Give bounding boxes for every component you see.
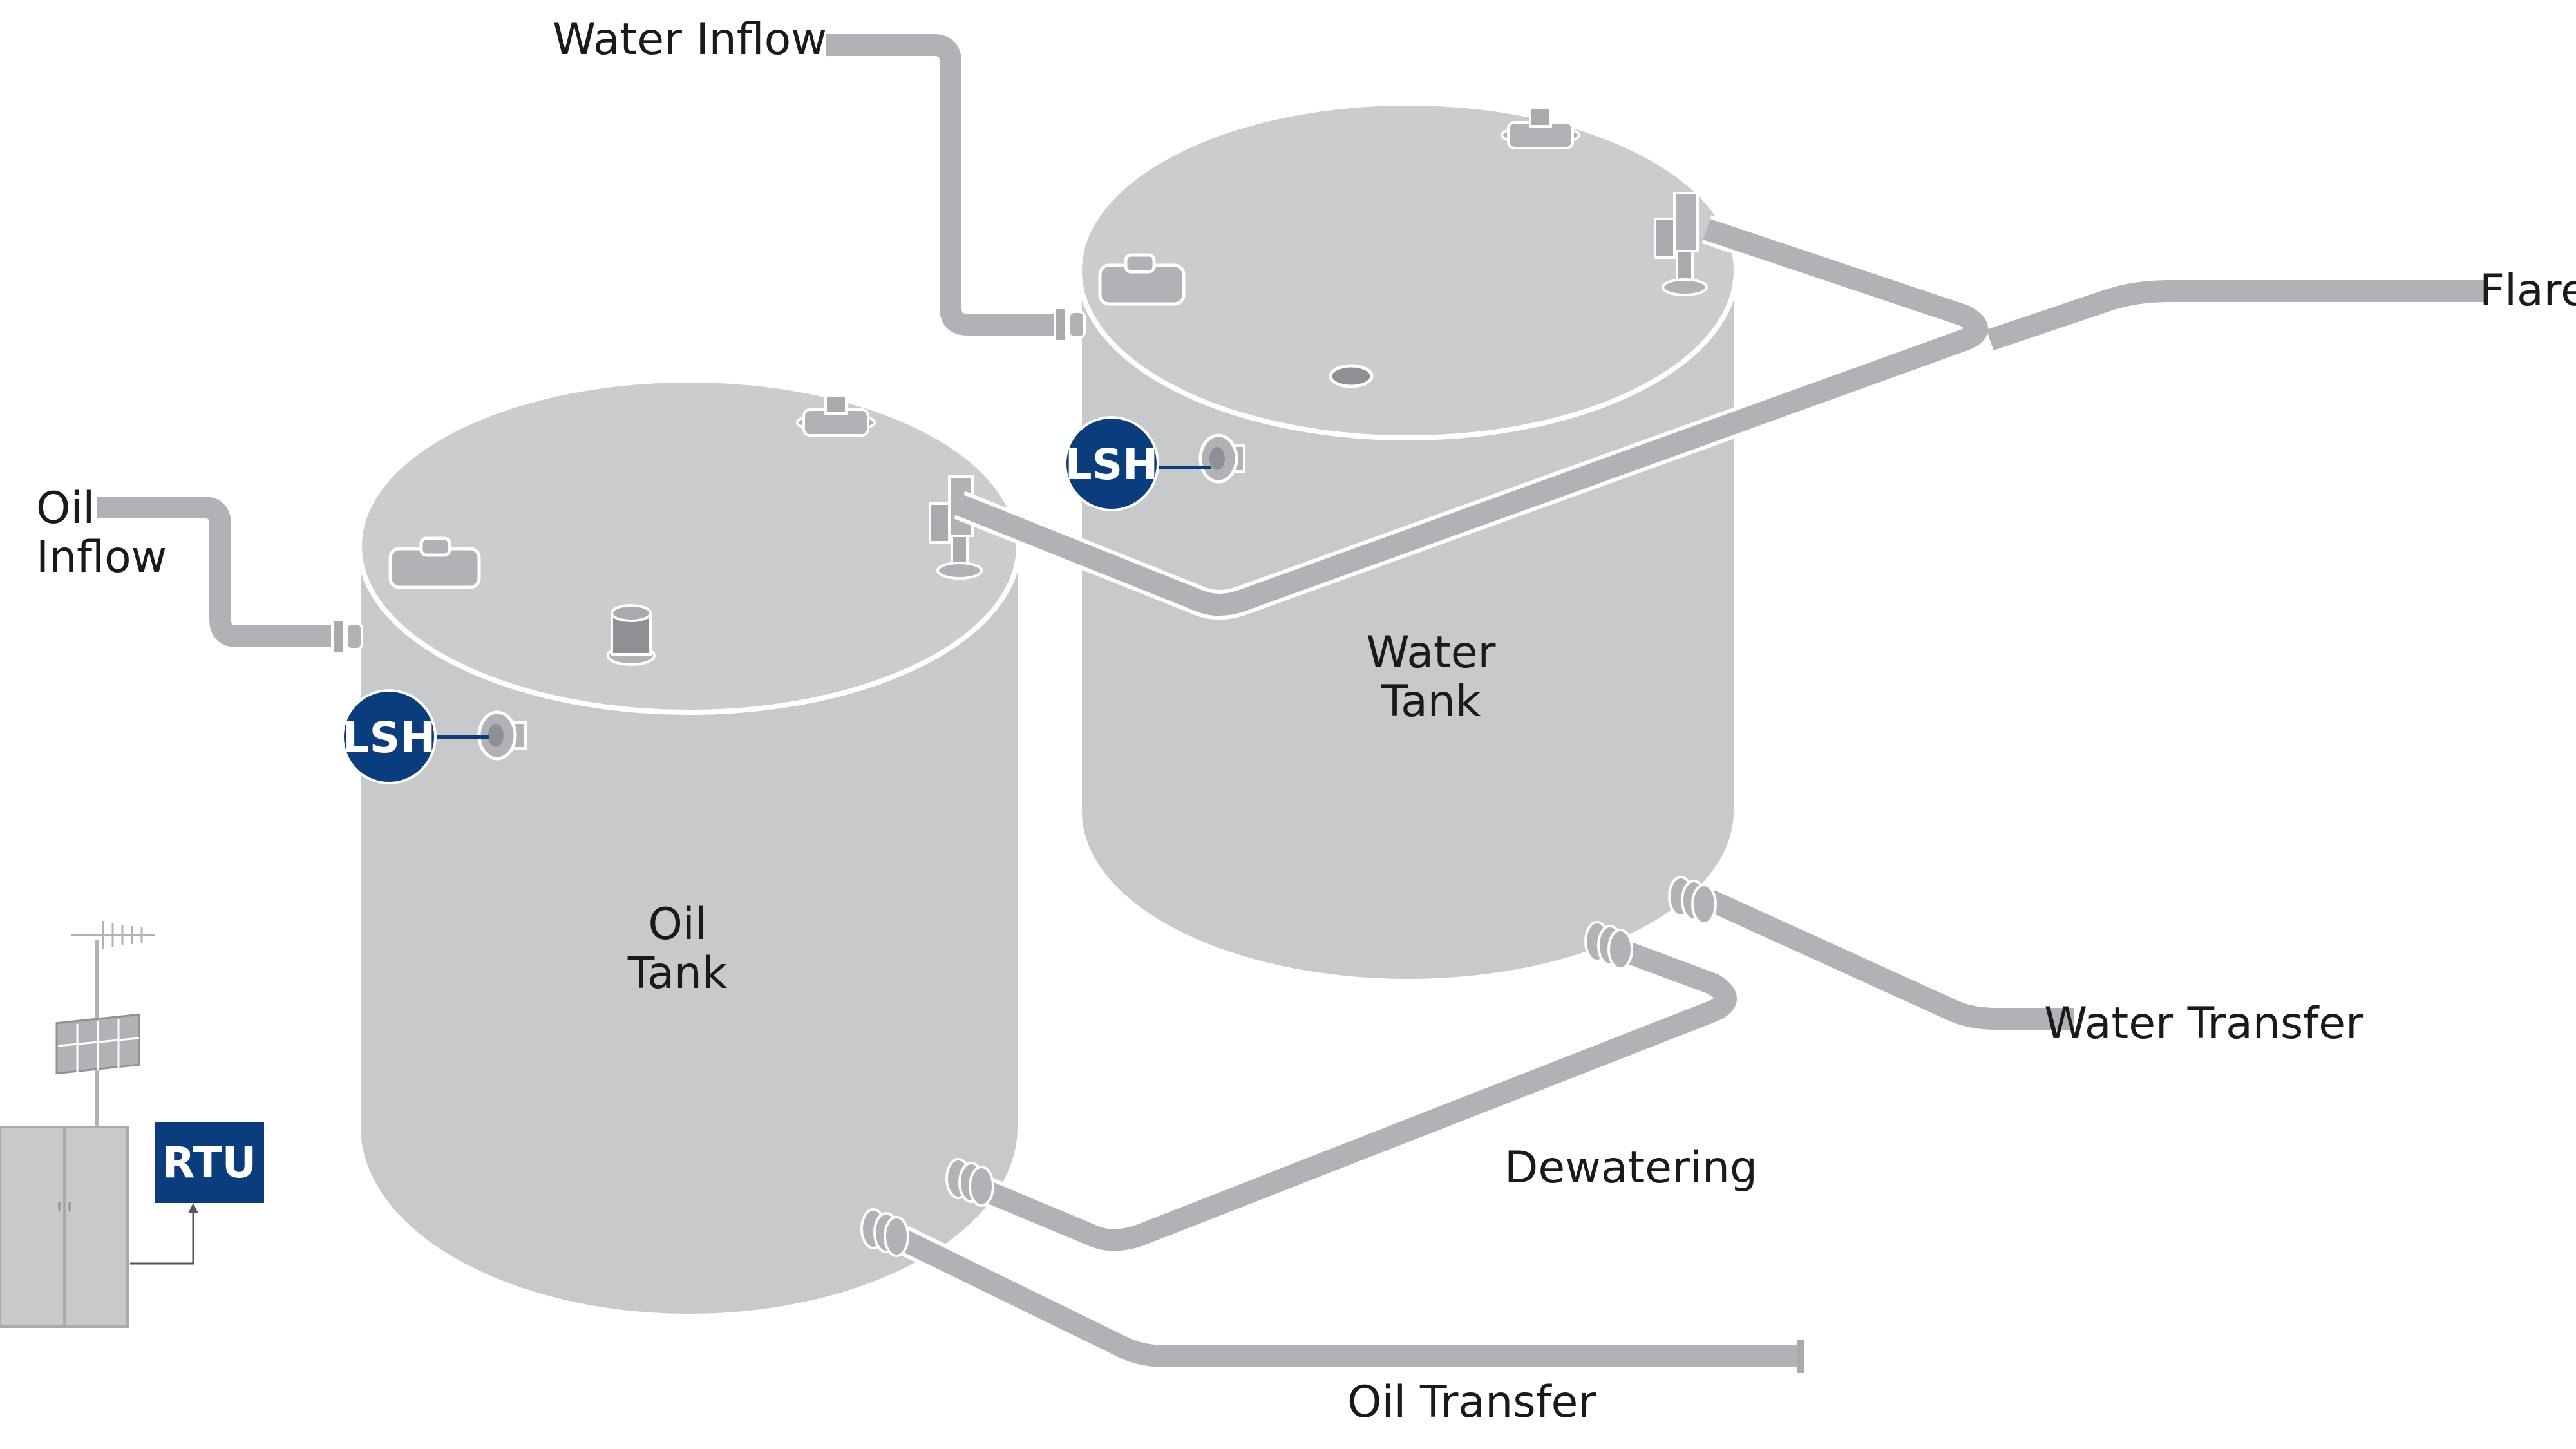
oil-tank-top — [357, 377, 1021, 715]
oil-inflow-pipe — [97, 497, 363, 654]
dewatering-pipe — [945, 921, 1741, 1255]
water-tank-label-line1: Water — [1366, 627, 1495, 678]
water-transfer-pipe — [1668, 876, 2074, 1034]
oil-lsh-badge[interactable]: LSH — [341, 689, 489, 784]
water-lsh-label: LSH — [1065, 440, 1159, 489]
water-transfer-label: Water Transfer — [2044, 998, 2363, 1049]
pressure-valve-icon — [929, 475, 983, 580]
oil-tank-label-line2: Tank — [627, 948, 728, 999]
rtu-cabinet-icon — [0, 1126, 129, 1328]
manway-icon — [1329, 364, 1374, 388]
rtu-link-line — [130, 1207, 194, 1265]
water-inflow-pipe — [826, 34, 1086, 343]
thief-hatch-icon — [388, 536, 481, 589]
oil-tank-label-line1: Oil — [648, 899, 706, 950]
water-lsh-badge[interactable]: LSH — [1064, 416, 1211, 511]
solar-panel-icon — [55, 1013, 140, 1075]
thief-hatch-icon — [1098, 253, 1186, 306]
water-inflow-label: Water Inflow — [553, 14, 827, 65]
flange-icon — [945, 1158, 994, 1207]
oil-inflow-label-line2: Inflow — [36, 532, 167, 583]
oil-tank: Oil Tank — [357, 377, 1021, 1314]
flange-icon — [860, 1208, 909, 1257]
flare-pipe — [954, 215, 2486, 620]
rtu-badge[interactable]: RTU — [155, 1122, 264, 1203]
oil-lsh-label: LSH — [343, 713, 436, 762]
pressure-valve-icon — [1654, 192, 1708, 296]
rtu-label: RTU — [162, 1138, 256, 1188]
level-switch-sensor-icon — [477, 710, 527, 761]
flange-icon — [1584, 921, 1633, 970]
vent-icon — [796, 394, 876, 437]
level-switch-sensor-icon — [1198, 433, 1245, 484]
gauge-port-icon — [607, 604, 656, 666]
water-tank-top — [1077, 100, 1739, 440]
flare-label: Flare — [2479, 265, 2576, 316]
flange-icon — [1668, 876, 1717, 925]
vent-icon — [1501, 107, 1580, 149]
dewatering-label: Dewatering — [1504, 1142, 1757, 1193]
oil-transfer-pipe — [860, 1208, 1804, 1373]
oil-inflow-label-line1: Oil — [36, 483, 95, 534]
water-tank: Water Tank — [1077, 100, 1739, 979]
oil-transfer-label: Oil Transfer — [1347, 1377, 1596, 1428]
rtu-station: RTU — [0, 921, 264, 1328]
water-tank-label-line2: Tank — [1381, 676, 1481, 727]
